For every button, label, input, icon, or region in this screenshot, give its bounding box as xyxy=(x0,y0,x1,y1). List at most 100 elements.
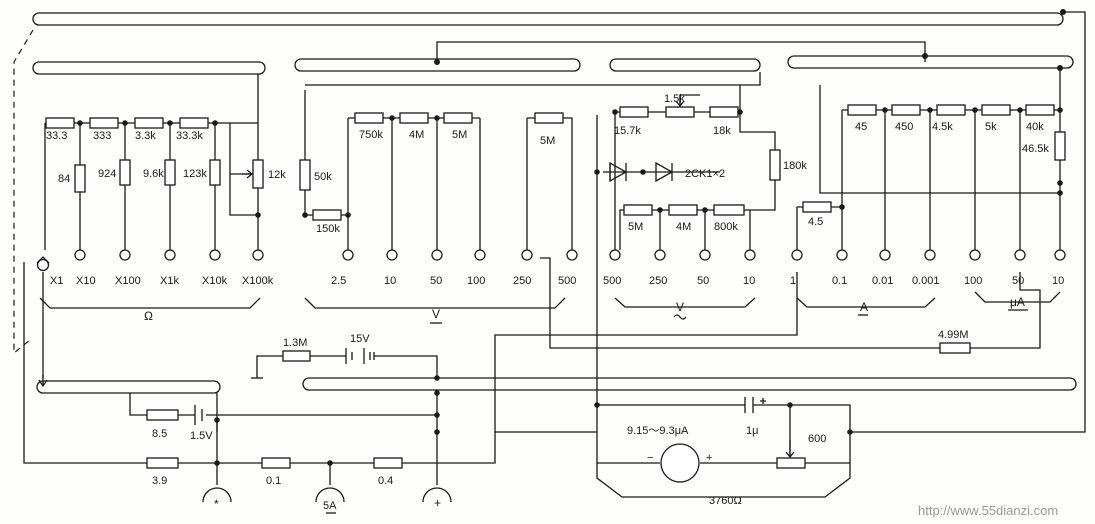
terminal-label-x1k: X1k xyxy=(160,275,179,287)
lower-labels: 4.99M 1.3M 15V 8.5 1.5V 3.9 0.1 0.4 9.15… xyxy=(152,329,969,507)
terminal-label-ac-50: 50 xyxy=(697,275,709,287)
resistor-4-5k xyxy=(936,104,966,116)
group-label-ma: A xyxy=(860,300,868,314)
jack-plus xyxy=(422,487,452,503)
battery-15v-symbol xyxy=(345,348,375,364)
group-label-acv: V xyxy=(676,300,684,314)
group-brackets xyxy=(39,291,1061,309)
label-5m-ac: 5M xyxy=(628,221,643,233)
resistor-5m-dc-b xyxy=(534,112,564,124)
resistors xyxy=(45,104,1066,469)
ac-mark xyxy=(673,314,687,320)
group-label-dcv: V xyxy=(432,307,440,321)
terminal-label-x10k: X10k xyxy=(202,275,228,287)
resistor-123k xyxy=(209,159,221,186)
resistor-924 xyxy=(119,159,131,186)
terminal-label-ua-100: 100 xyxy=(964,275,982,287)
terminal-label-10: 10 xyxy=(384,275,396,287)
resistor-9-6k xyxy=(164,159,176,186)
resistor-18k xyxy=(709,106,739,118)
resistor-4-99m xyxy=(939,342,971,354)
label-1-5v: 1.5V xyxy=(190,430,213,442)
label-5m-dc-a: 5M xyxy=(452,129,467,141)
label-12k: 12k xyxy=(268,169,286,181)
resistor-33-3 xyxy=(45,117,75,129)
label-450: 450 xyxy=(895,121,913,133)
label-150k: 150k xyxy=(316,223,340,235)
label-46-5k: 46.5k xyxy=(1022,143,1049,155)
label-5m-dc-b: 5M xyxy=(540,135,555,147)
label-4-99m: 4.99M xyxy=(938,329,969,341)
resistor-0-1 xyxy=(261,457,291,469)
resistor-3-3k xyxy=(134,117,164,129)
current-bus-bar xyxy=(787,55,1074,69)
resistor-4m-ac xyxy=(668,204,698,216)
terminal-label-ua-50: 50 xyxy=(1012,275,1024,287)
label-180k: 180k xyxy=(783,160,807,172)
label-meter-minus: − xyxy=(647,452,653,464)
wiper-12k xyxy=(242,169,254,179)
resistor-50k xyxy=(299,159,311,191)
terminal-label-ac-500: 500 xyxy=(603,275,621,287)
junction-dots xyxy=(77,9,1066,466)
label-84: 84 xyxy=(58,173,70,185)
resistor-33-3k xyxy=(179,117,209,129)
terminal-label-ma-0-001: 0.001 xyxy=(912,275,940,287)
resistor-4m-dc xyxy=(399,112,429,124)
resistor-45 xyxy=(847,104,877,116)
label-4m-dc: 4M xyxy=(409,129,424,141)
potentiometer-12k xyxy=(252,159,264,189)
label-15-7k: 15.7k xyxy=(614,125,641,137)
resistor-5m-ac xyxy=(623,204,653,216)
resistor-84 xyxy=(74,164,86,193)
terminal-label-ua-10: 10 xyxy=(1052,275,1064,287)
label-0-4: 0.4 xyxy=(378,475,393,487)
label-924: 924 xyxy=(98,168,116,180)
label-3760-ohm: 3760Ω xyxy=(709,495,742,507)
terminal-label-x100: X100 xyxy=(115,275,141,287)
wiper-600 xyxy=(785,440,795,459)
lower-left-bus-bar xyxy=(36,380,221,394)
terminal-label-100: 100 xyxy=(467,275,485,287)
label-8-5: 8.5 xyxy=(152,428,167,440)
resistor-5m-dc-a xyxy=(443,112,473,124)
ohm-labels: 33.3 333 3.3k 33.3k 84 924 9.6k 123k 12k… xyxy=(46,130,286,323)
label-4-5k: 4.5k xyxy=(932,121,953,133)
resistor-8-5 xyxy=(146,409,179,421)
top-bus-bar xyxy=(32,12,1064,26)
resistor-450 xyxy=(891,104,921,116)
input-jacks xyxy=(202,487,452,503)
label-3-9: 3.9 xyxy=(152,475,167,487)
label-750k: 750k xyxy=(359,129,383,141)
selector-arrow-lower xyxy=(38,375,48,388)
resistor-1-3m xyxy=(282,350,311,362)
resistor-0-4 xyxy=(373,457,403,469)
jack-label-common: * xyxy=(214,497,219,511)
battery-1-5v-symbol xyxy=(194,405,203,425)
terminal-label-x1: X1 xyxy=(50,275,63,287)
capacitor-1u-symbol xyxy=(744,397,770,413)
label-1-5k: 1.5k xyxy=(664,93,685,105)
label-1u: 1μ xyxy=(746,425,758,437)
group-label-ohm: Ω xyxy=(144,309,153,323)
ohm-bus-bar xyxy=(32,61,266,75)
jack-5a xyxy=(315,487,345,503)
potentiometer-600 xyxy=(776,457,806,469)
resistor-4-5 xyxy=(802,201,832,213)
terminal-label-50: 50 xyxy=(430,275,442,287)
label-40k: 40k xyxy=(1026,121,1044,133)
resistor-333 xyxy=(89,117,119,129)
resistor-40k xyxy=(1025,104,1055,116)
terminal-label-ma-0-1: 0.1 xyxy=(832,275,847,287)
label-33-3k: 33.3k xyxy=(176,130,203,142)
terminal-label-x100k: X100k xyxy=(242,275,274,287)
label-1-3m: 1.3M xyxy=(283,337,307,349)
resistor-750k xyxy=(354,112,384,124)
label-15v: 15V xyxy=(350,333,370,345)
label-33-3: 33.3 xyxy=(46,130,67,142)
terminal-label-ma-0-01: 0.01 xyxy=(872,275,893,287)
wiper-1-5k xyxy=(675,96,685,108)
label-4m-ac: 4M xyxy=(676,221,691,233)
label-9-6k: 9.6k xyxy=(143,168,164,180)
